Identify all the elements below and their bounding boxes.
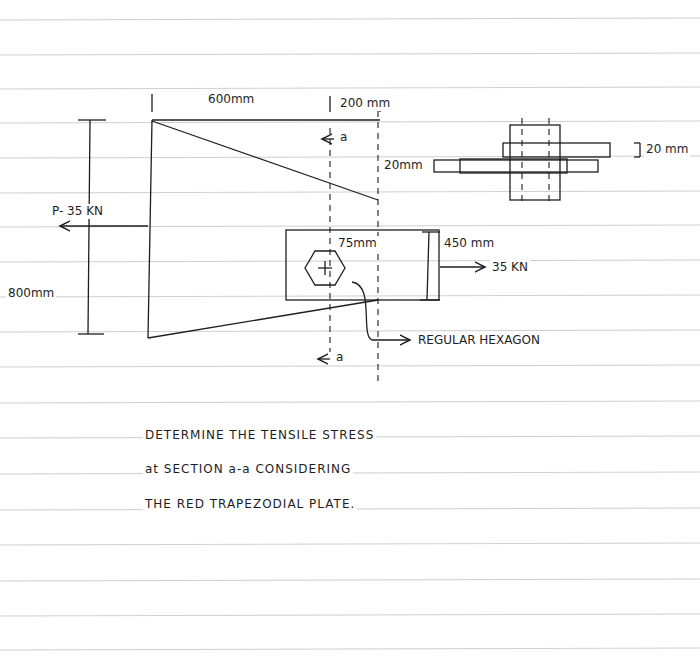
question-text: DETERMINE THE TENSILE STRESS (143, 428, 376, 443)
question-text: THE RED TRAPEZODIAL PLATE. (143, 497, 357, 512)
dim-label: 200 mm (338, 96, 392, 111)
question-text: at SECTION a-a CONSIDERING (143, 462, 353, 477)
dim-label: 600mm (206, 92, 256, 107)
dim-label: 75mm (336, 236, 379, 251)
load-label: P- 35 KN (50, 204, 105, 219)
dim-label: 450 mm (442, 236, 496, 251)
ruled-lines (0, 18, 700, 650)
load-label: 35 KN (490, 260, 530, 275)
section-label: a (338, 130, 349, 145)
dim-label: 20 mm (644, 142, 690, 157)
dim-label: 800mm (6, 286, 56, 301)
section-label: a (334, 350, 345, 365)
note-label: REGULAR HEXAGON (416, 333, 542, 348)
dim-label: 20mm (382, 158, 425, 173)
dashed-lines (330, 100, 549, 382)
plate-drawing (60, 94, 640, 359)
